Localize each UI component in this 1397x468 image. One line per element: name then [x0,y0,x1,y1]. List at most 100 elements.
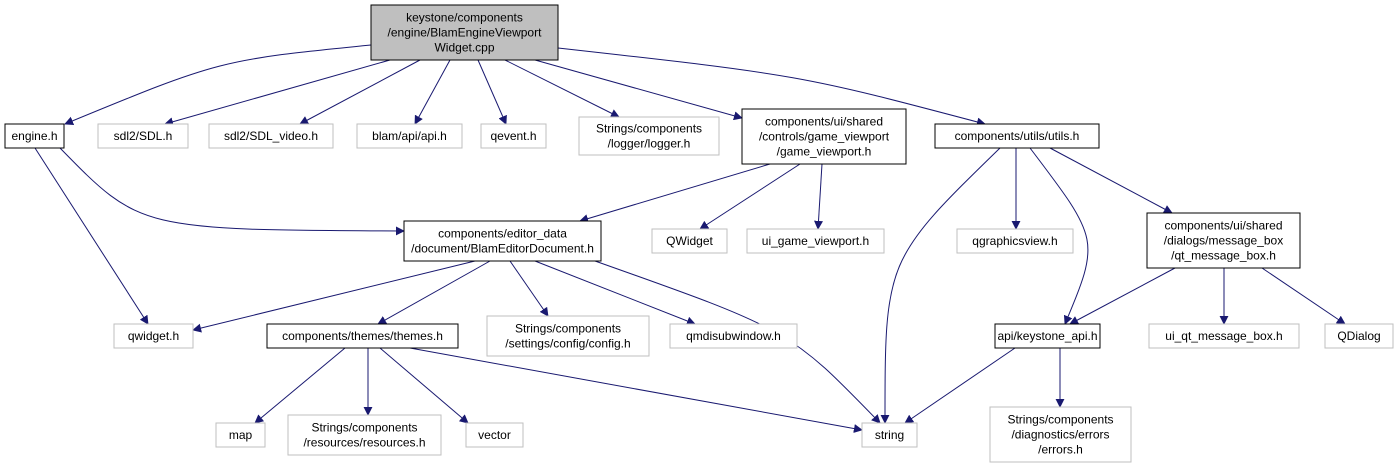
node-errors-label-line: /errors.h [1038,443,1083,457]
node-qmdi[interactable]: qmdisubwindow.h [669,323,798,349]
node-resources-label-line: /resources/resources.h [303,436,425,450]
node-qgraphicsview-label-line: qgraphicsview.h [972,234,1057,248]
node-themes-label-line: components/themes/themes.h [282,329,443,343]
node-string-label-line: string [875,428,904,442]
node-qmdi-label-line: qmdisubwindow.h [686,329,781,343]
node-editordoc-label-line: /document/BlamEditorDocument.h [411,242,594,256]
node-msgbox[interactable]: components/ui/shared/dialogs/message_box… [1146,212,1301,269]
node-qevent-box [480,123,547,149]
node-qdialog[interactable]: QDialog [1324,323,1394,349]
node-qevent-label-line: qevent.h [490,129,536,143]
edge-gameviewport-to-qwidgetcap [699,163,801,230]
edge-engine-to-editordoc [59,147,405,236]
node-qdialog-box [1324,323,1394,349]
node-themes-box [266,323,459,349]
node-msgbox-box [1146,212,1301,269]
edge-editordoc-to-themes [377,260,491,325]
node-qevent[interactable]: qevent.h [480,123,547,149]
node-sdl-label-line: sdl2/SDL.h [114,129,173,143]
node-logger-label-line: /logger/logger.h [608,137,691,151]
node-qwidgetcap-label-line: QWidget [666,234,713,248]
edge-msgbox-to-qdialog [1261,267,1346,325]
node-qgraphicsview[interactable]: qgraphicsview.h [956,228,1074,254]
node-editordoc[interactable]: components/editor_data/document/BlamEdit… [403,220,602,262]
node-utils-label-line: components/utils/utils.h [955,129,1080,143]
edge-keystoneapi-to-string [904,347,1016,424]
node-map[interactable]: map [215,422,266,448]
node-uigameviewport-label-line: ui_game_viewport.h [762,234,869,248]
node-qwidget-label-line: qwidget.h [128,329,179,343]
edge-utils-to-msgbox [1049,147,1173,214]
node-blamapi[interactable]: blam/api/api.h [356,123,463,149]
node-sdl[interactable]: sdl2/SDL.h [97,123,189,149]
node-qmdi-box [669,323,798,349]
node-vector-label-line: vector [478,428,511,442]
node-sdl-box [97,123,189,149]
node-gameviewport[interactable]: components/ui/shared/controls/game_viewp… [741,108,907,165]
node-root-label-line: Widget.cpp [434,41,494,55]
node-logger[interactable]: Strings/components/logger/logger.h [578,116,720,156]
node-qwidgetcap[interactable]: QWidget [651,228,728,254]
edge-root-to-sdl [164,59,391,127]
edge-editordoc-to-config [509,260,549,317]
node-map-box [215,422,266,448]
node-uiqtmsgbox-box [1148,323,1300,349]
node-gameviewport-box [741,108,907,165]
node-errors-label-line: /diagnostics/errors [1011,428,1109,442]
node-uiqtmsgbox-label-line: ui_qt_message_box.h [1165,329,1282,343]
edge-utils-to-string [880,147,1001,424]
node-utils[interactable]: components/utils/utils.h [934,123,1100,149]
node-uigameviewport[interactable]: ui_game_viewport.h [746,228,885,254]
node-msgbox-label-line: /dialogs/message_box [1164,234,1283,248]
edge-gameviewport-to-editordoc [579,163,771,223]
node-string[interactable]: string [861,422,918,448]
node-resources-label-line: Strings/components [311,421,417,435]
node-vector-box [465,422,524,448]
node-errors[interactable]: Strings/components/diagnostics/errors/er… [989,406,1132,463]
node-root-label-line: keystone/components [406,11,523,25]
node-qwidget[interactable]: qwidget.h [113,323,194,349]
edge-root-to-engine [64,44,372,126]
node-sdlvideo-box [208,123,334,149]
node-blamapi-box [356,123,463,149]
node-keystoneapi[interactable]: api/keystone_api.h [994,323,1101,349]
node-editordoc-box [403,220,602,262]
edge-root-to-sdlvideo [299,59,421,125]
edge-root-to-qevent [477,59,507,125]
edge-msgbox-to-keystoneapi [1069,267,1176,325]
node-msgbox-label-line: /qt_message_box.h [1171,249,1276,263]
edge-root-to-logger [504,59,620,118]
node-utils-box [934,123,1100,149]
node-gameviewport-label-line: /controls/game_viewport [759,130,890,144]
node-config[interactable]: Strings/components/settings/config/confi… [486,315,650,357]
node-themes[interactable]: components/themes/themes.h [266,323,459,349]
node-sdlvideo[interactable]: sdl2/SDL_video.h [208,123,334,149]
node-editordoc-label-line: components/editor_data [438,227,567,241]
node-keystoneapi-box [994,323,1101,349]
node-config-box [486,315,650,357]
node-gameviewport-label-line: components/ui/shared [765,115,883,129]
node-qdialog-label-line: QDialog [1337,329,1380,343]
node-logger-box [578,116,720,156]
node-vector[interactable]: vector [465,422,524,448]
edge-editordoc-to-qwidget [192,260,476,333]
node-errors-box [989,406,1132,463]
node-uigameviewport-box [746,228,885,254]
node-root-box [370,4,559,61]
edge-root-to-blamapi [414,59,451,125]
edge-utils-to-keystoneapi [1029,147,1089,325]
node-qgraphicsview-box [956,228,1074,254]
node-resources[interactable]: Strings/components/resources/resources.h [287,414,442,456]
node-sdlvideo-label-line: sdl2/SDL_video.h [224,129,318,143]
node-qwidget-box [113,323,194,349]
node-uiqtmsgbox[interactable]: ui_qt_message_box.h [1148,323,1300,349]
node-root[interactable]: keystone/components/engine/BlamEngineVie… [370,4,559,61]
node-engine[interactable]: engine.h [4,123,65,149]
node-keystoneapi-label-line: api/keystone_api.h [997,329,1097,343]
node-engine-label-line: engine.h [11,129,57,143]
node-config-label-line: /settings/config/config.h [505,337,630,351]
node-gameviewport-label-line: /game_viewport.h [777,145,872,159]
edge-gameviewport-to-uigameviewport [814,163,823,230]
node-qwidgetcap-box [651,228,728,254]
